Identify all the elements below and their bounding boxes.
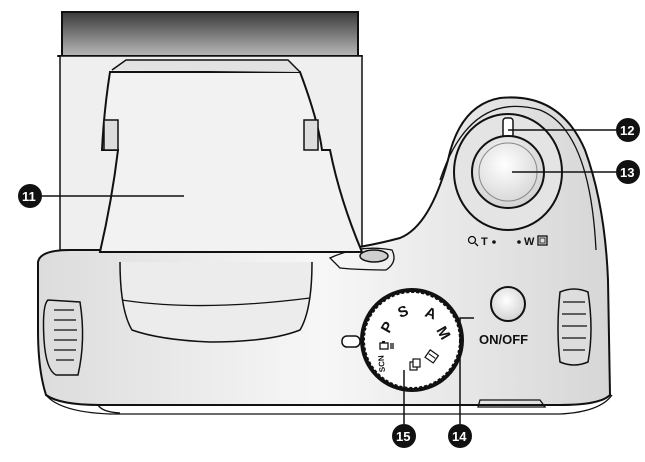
panorama-mode-icon (424, 349, 440, 364)
mode-dial-scn: SCN (377, 355, 387, 373)
svg-text:W: W (524, 236, 535, 248)
callout-14-label: 14 (452, 429, 467, 444)
power-button[interactable] (490, 286, 526, 322)
zoom-wide-label: W (517, 235, 548, 248)
callout-13-label: 13 (620, 165, 634, 180)
callout-14: 14 (448, 424, 472, 448)
callout-15-label: 15 (396, 429, 410, 444)
mode-dial[interactable]: P S A M SCN (360, 288, 464, 392)
callout-15: 15 (392, 424, 416, 448)
power-button-label: ON/OFF (479, 332, 528, 347)
callout-13: 13 (616, 160, 640, 184)
callout-leaders (42, 129, 616, 424)
zoom-tele-label: T (467, 235, 496, 248)
flash-unit (98, 59, 364, 343)
callout-12-label: 12 (620, 123, 634, 138)
callout-11: 11 (18, 184, 42, 208)
burst-mode-icon (409, 358, 421, 371)
svg-text:T: T (481, 236, 488, 248)
callout-12: 12 (616, 118, 640, 142)
status-led-icon (341, 335, 361, 348)
callout-11-label: 11 (22, 189, 36, 204)
auto-mode-icon (379, 341, 394, 350)
